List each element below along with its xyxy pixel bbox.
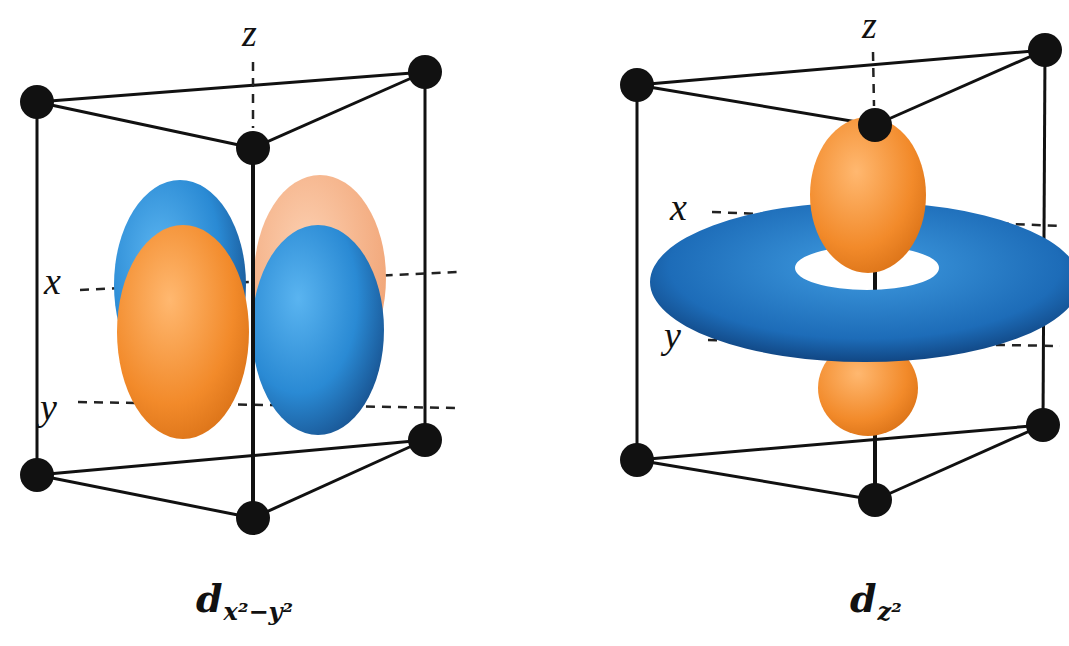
prism-edge <box>875 425 1043 500</box>
orbital-lobe <box>252 225 384 435</box>
prism-edge <box>637 425 1043 460</box>
prism-edge <box>37 440 425 475</box>
atom-dot <box>236 131 270 165</box>
prism-edge <box>251 148 255 518</box>
prism-edge <box>37 102 253 148</box>
atom-dot <box>1026 408 1060 442</box>
atom-dot <box>620 443 654 477</box>
axis-label: z <box>242 14 257 52</box>
axis-label: x <box>44 262 61 300</box>
prism-edge <box>636 85 639 460</box>
prism-edge <box>37 475 253 518</box>
atom-dot <box>20 85 54 119</box>
orbital-subscript: x²−y² <box>224 600 293 624</box>
orbital-name: d <box>196 580 223 618</box>
atom-dot <box>858 108 892 142</box>
atom-dot <box>20 458 54 492</box>
z-axis <box>252 62 255 128</box>
prism-edge <box>424 72 427 440</box>
atom-dot <box>408 55 442 89</box>
prism-edge <box>253 72 425 148</box>
z-axis <box>873 52 874 106</box>
orbital-name: d <box>850 580 877 618</box>
prism-edge <box>637 85 875 125</box>
axis-label: y <box>664 316 681 354</box>
atom-dot <box>408 423 442 457</box>
axis-label: x <box>670 188 687 226</box>
orbital-lobe <box>117 225 249 439</box>
prism-edge <box>637 460 875 500</box>
axis-label: z <box>862 6 877 44</box>
axis-label: y <box>40 388 57 426</box>
atom-dot <box>858 483 892 517</box>
atom-dot <box>236 501 270 535</box>
orbital-subscript: z² <box>878 600 902 624</box>
prism-edge <box>637 50 1045 85</box>
atom-dot <box>620 68 654 102</box>
prism-edge <box>875 50 1045 125</box>
atom-dot <box>1028 33 1062 67</box>
prism-edge <box>253 440 425 518</box>
prism-edge <box>36 102 39 475</box>
